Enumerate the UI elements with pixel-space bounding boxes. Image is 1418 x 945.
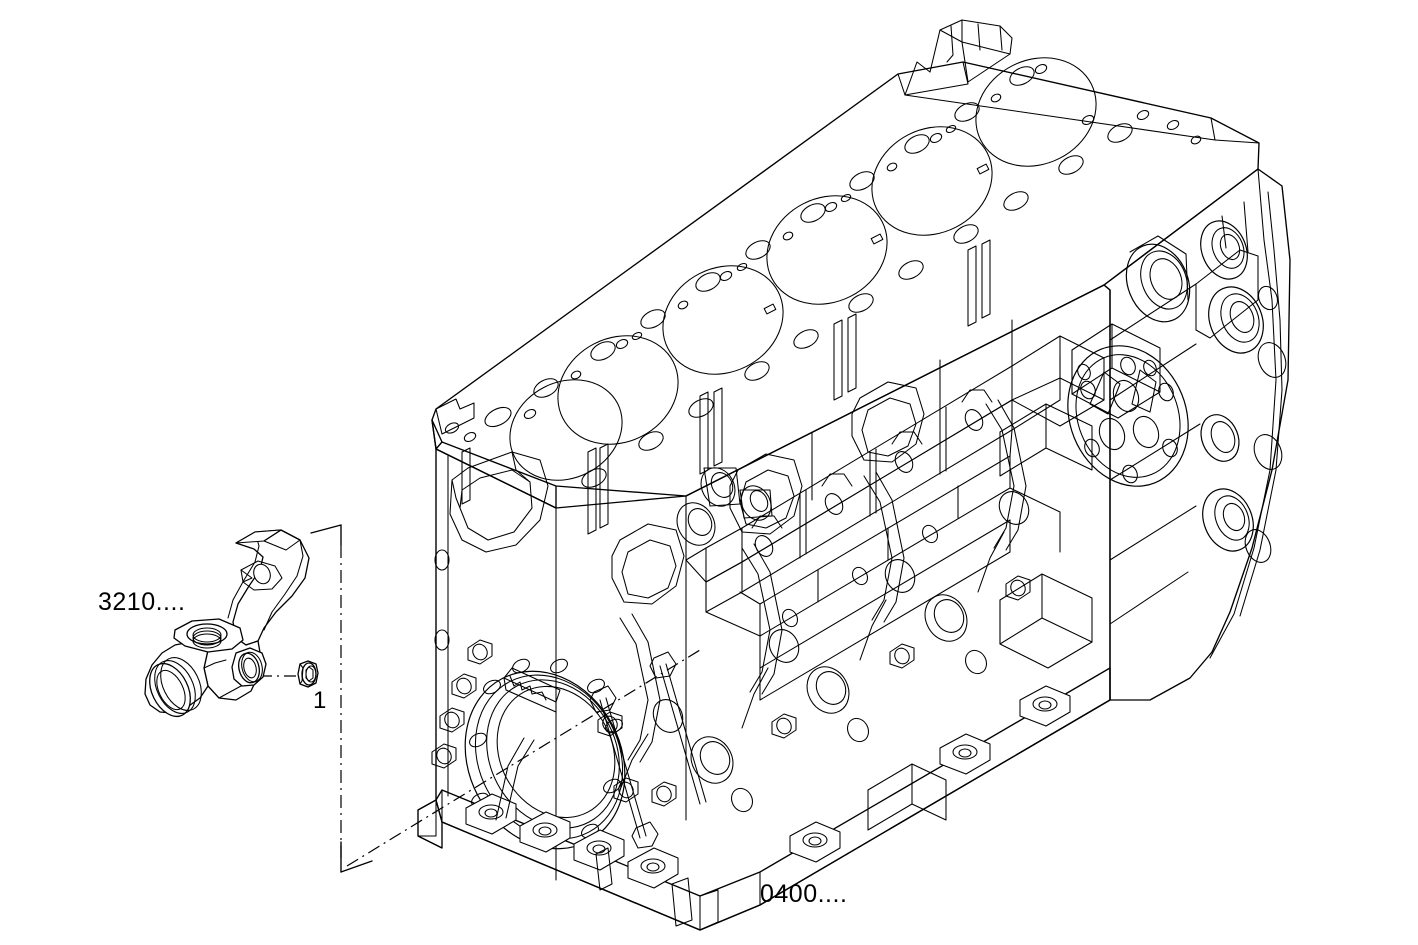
callout-item-1: 1	[313, 687, 327, 714]
label-coolant-pipe-group: 3210....	[98, 588, 186, 616]
label-cylinder-block-group: 0400....	[760, 880, 848, 908]
cylinder-block	[417, 19, 1291, 931]
timing-gear-housing	[999, 168, 1291, 701]
coolant-pipe-elbow	[144, 529, 310, 718]
assembly-bracket	[310, 524, 373, 873]
plug-item-1	[297, 660, 319, 688]
camshaft-tunnel	[705, 365, 1013, 637]
oil-pan-rail	[435, 667, 1111, 931]
